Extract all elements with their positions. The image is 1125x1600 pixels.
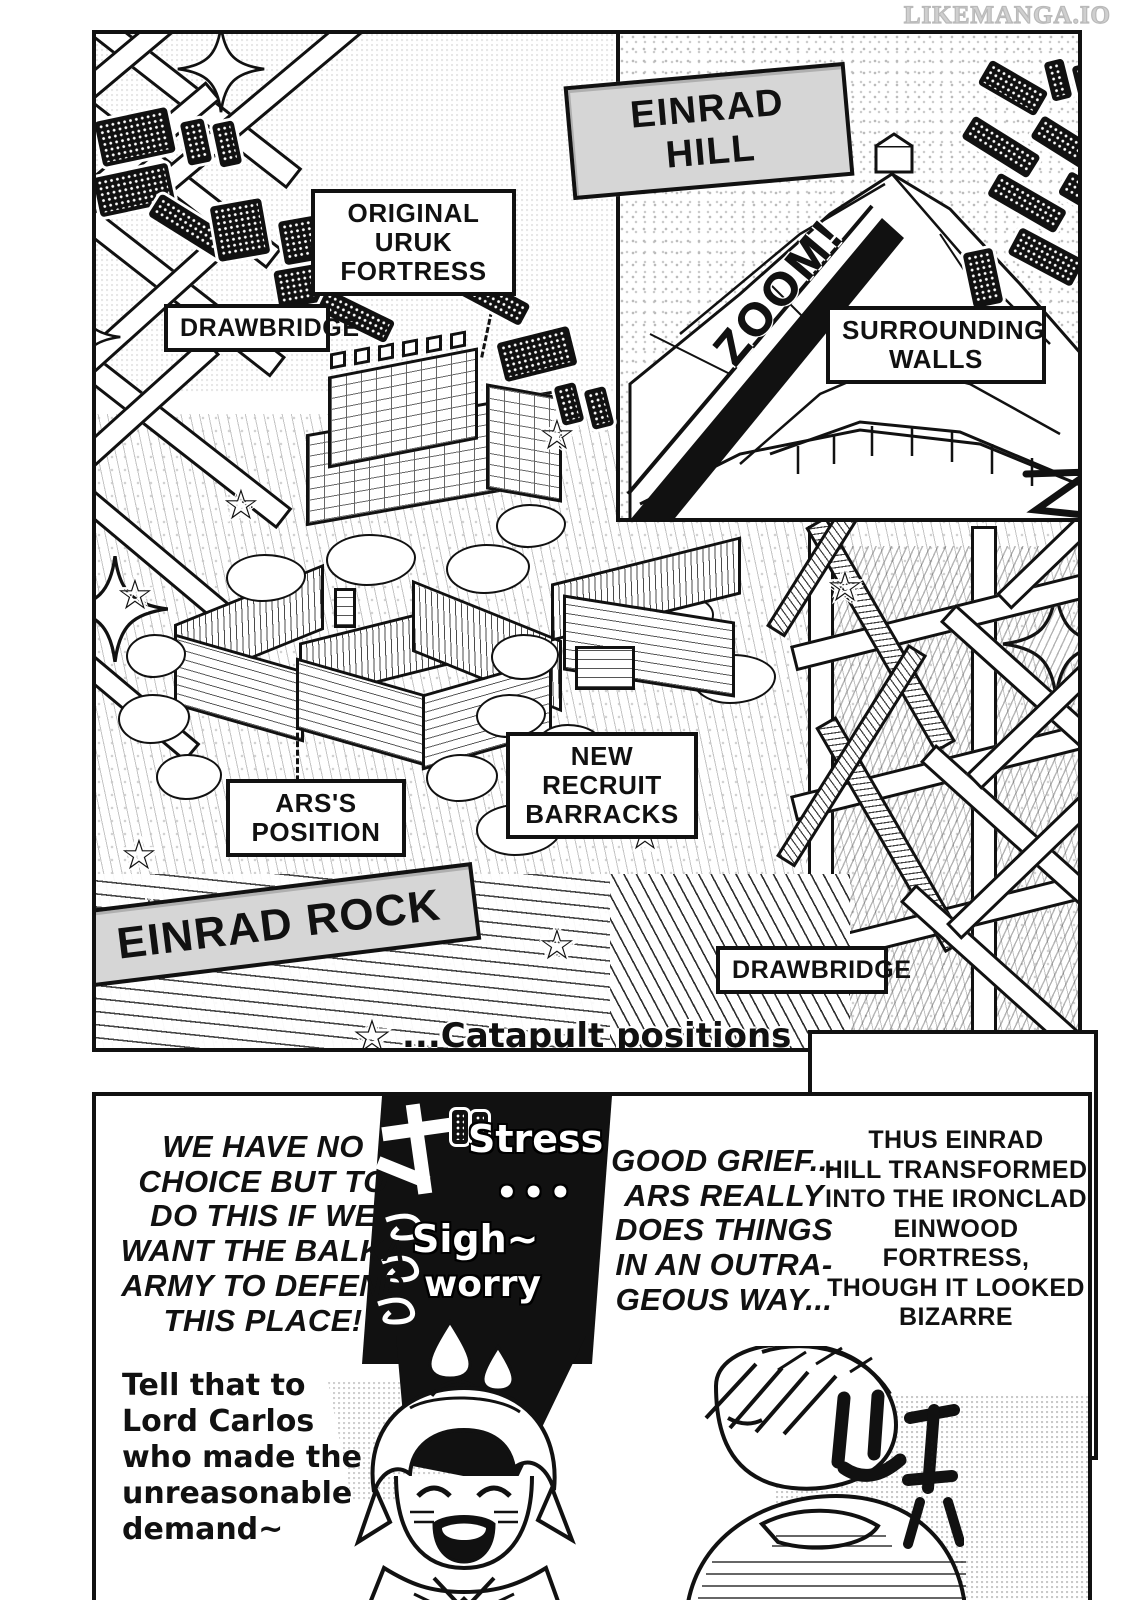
sfx-kana-left xyxy=(368,1103,488,1214)
sfx-speed-marks-right xyxy=(940,58,1078,324)
foliage xyxy=(126,634,186,678)
label-surrounding-walls: SURROUNDING WALLS xyxy=(826,306,1046,385)
foliage xyxy=(156,754,222,800)
dialogue-panel: WE HAVE NO CHOICE BUT TO DO THIS IF WE W… xyxy=(92,1092,1092,1600)
ars-barracks-buildings xyxy=(174,563,562,771)
sfx-ellipsis: ••• xyxy=(496,1173,577,1213)
foliage xyxy=(446,544,530,594)
wooden-lattice-far-right xyxy=(899,427,1078,1048)
sparkle-icon xyxy=(96,555,169,663)
legend-text: ...Catapult positions xyxy=(402,1016,792,1052)
foliage xyxy=(226,554,306,602)
foliage xyxy=(118,694,190,744)
sweat-drop-icon xyxy=(481,1344,515,1392)
foliage xyxy=(496,504,566,548)
catapult-star: ☆ xyxy=(222,481,260,528)
check-mark-sfx xyxy=(1022,468,1078,518)
label-text: ORIGINAL URUK FORTRESS xyxy=(340,198,487,287)
label-original-uruk-fortress: ORIGINAL URUK FORTRESS xyxy=(311,189,516,297)
foliage xyxy=(426,754,498,802)
foliage xyxy=(476,694,546,738)
label-text: ARS'S POSITION xyxy=(251,788,381,848)
sfx-worry: worry xyxy=(424,1264,541,1305)
sfx-stress: Stress xyxy=(468,1117,604,1161)
bubble-left-hand-text: Tell that to Lord Carlos who made the un… xyxy=(122,1368,362,1547)
sparkle-icon xyxy=(177,34,265,113)
bubble-left-text: WE HAVE NO CHOICE BUT TO DO THIS IF WE W… xyxy=(120,1129,406,1338)
label-text: SURROUNDING WALLS xyxy=(842,315,1046,375)
character-companion xyxy=(566,1341,967,1600)
bubble-right-text: GOOD GRIEF... ARS REALLY DOES THINGS IN … xyxy=(611,1143,837,1317)
foliage xyxy=(491,634,559,680)
label-ars-position: ARS'S POSITION xyxy=(226,779,406,858)
label-text: EINRAD HILL xyxy=(628,81,786,177)
catapult-legend: ☆ ...Catapult positions xyxy=(348,1010,792,1052)
label-text: NEW RECRUIT BARRACKS xyxy=(525,741,679,830)
catapult-star: ☆ xyxy=(116,571,154,618)
sfx-sigh: Sigh~ xyxy=(412,1217,539,1261)
label-drawbridge-top: DRAWBRIDGE xyxy=(164,304,359,352)
impact-lines xyxy=(704,1362,838,1436)
label-drawbridge-bottom: DRAWBRIDGE xyxy=(716,946,911,994)
narration-text: THUS EINRAD HILL TRANSFORMED INTO THE IR… xyxy=(824,1126,1088,1331)
catapult-star: ☆ xyxy=(538,921,576,968)
legend-star-icon: ☆ xyxy=(351,1010,393,1052)
label-new-recruit-barracks: NEW RECRUIT BARRACKS xyxy=(506,732,698,840)
leader-line-ars xyxy=(296,724,299,790)
foliage xyxy=(326,534,416,586)
character-ars xyxy=(314,1372,614,1600)
label-text: DRAWBRIDGE xyxy=(180,314,360,342)
sparkle-icon xyxy=(96,327,121,347)
sfx-swirl-marks xyxy=(377,1213,424,1325)
catapult-star: ☆ xyxy=(826,563,864,610)
sfx-kana-right xyxy=(824,1384,965,1554)
label-text: DRAWBRIDGE xyxy=(732,956,912,984)
zoom-cone xyxy=(626,204,904,518)
recruit-barracks-building xyxy=(551,536,751,698)
catapult-star: ☆ xyxy=(120,831,158,878)
sweat-drop-icon xyxy=(428,1319,472,1380)
site-watermark: LIKEMANGA.IO xyxy=(903,1,1111,29)
map-panel: ZOOM! ☆ ☆ ☆ ☆ ☆ ☆ ☆ ☆ xyxy=(92,30,1082,1052)
